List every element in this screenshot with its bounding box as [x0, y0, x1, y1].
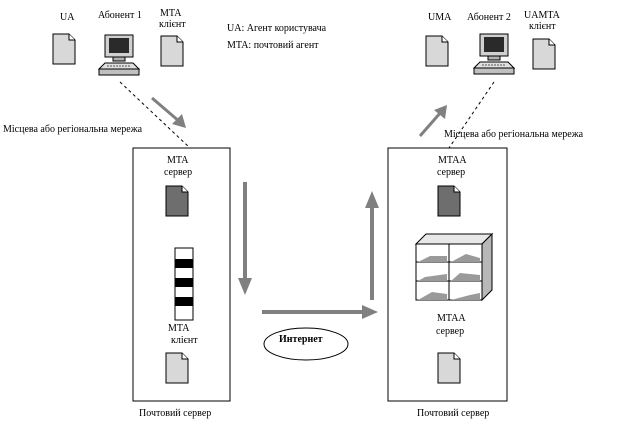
left-mta-server-document-icon [165, 185, 189, 217]
right-mta-server-bottom-document-icon [437, 352, 461, 384]
internet-label: Интернет [279, 334, 323, 345]
subscriber-1-name: Абонент 1 [98, 10, 142, 21]
right-mta-server-top-label-line2: сервер [437, 167, 466, 178]
left-mta-client-document-icon [165, 352, 189, 384]
dashed-link-right [448, 81, 495, 149]
right-mta-server-bottom-label-line2: сервер [436, 326, 465, 337]
network-label-left: Місцева або регіональна мережа [3, 124, 143, 135]
left-server-frame [132, 147, 231, 402]
uma-label: UMA [428, 12, 452, 23]
ua-label: UA [60, 12, 75, 23]
right-mta-server-document-icon [437, 185, 461, 217]
computer-icon-right [472, 33, 516, 75]
legend-ua: UA: Агент користувача [227, 23, 327, 34]
right-server-caption: Почтовий сервер [417, 408, 490, 419]
arrow-up-right-server [365, 191, 379, 300]
computer-icon-left [97, 34, 141, 76]
left-server-caption: Почтовий сервер [139, 408, 212, 419]
message-queue-icon [174, 247, 194, 321]
mta-client-label-right-line2: клієнт [529, 21, 556, 32]
right-server-frame [387, 147, 508, 402]
arrow-to-left-server [151, 96, 186, 128]
arrow-to-internet [262, 305, 378, 319]
right-mta-server-top-label-line1: MTAA [438, 155, 467, 166]
ua-document-icon [52, 33, 76, 65]
left-mta-server-label-line2: сервер [164, 167, 193, 178]
mta-client-document-icon-left [160, 35, 184, 67]
legend-mta: MTA: почтовий агент [227, 40, 319, 51]
left-mta-client-label-line2: клієнт [171, 335, 198, 346]
right-mta-server-bottom-label-line1: MTAA [437, 313, 466, 324]
uma-document-icon [425, 35, 449, 67]
mta-client-label-left-line2: клієнт [159, 19, 186, 30]
internet-ellipse [263, 327, 349, 361]
arrow-from-right-server [418, 105, 447, 137]
mta-client-label-right-line1: UAMTA [524, 10, 560, 21]
mta-client-document-icon-right [532, 38, 556, 70]
mailbox-storage-icon [414, 232, 494, 302]
dashed-link-left [119, 81, 191, 149]
mta-client-label-left-line1: MTA [160, 8, 182, 19]
arrow-down-left-server [238, 182, 252, 295]
left-mta-server-label-line1: MTA [167, 155, 189, 166]
subscriber-2-name: Абонент 2 [467, 12, 511, 23]
network-label-right: Місцева або регіональна мережа [444, 129, 584, 140]
left-mta-client-label-line1: MTA [168, 323, 190, 334]
